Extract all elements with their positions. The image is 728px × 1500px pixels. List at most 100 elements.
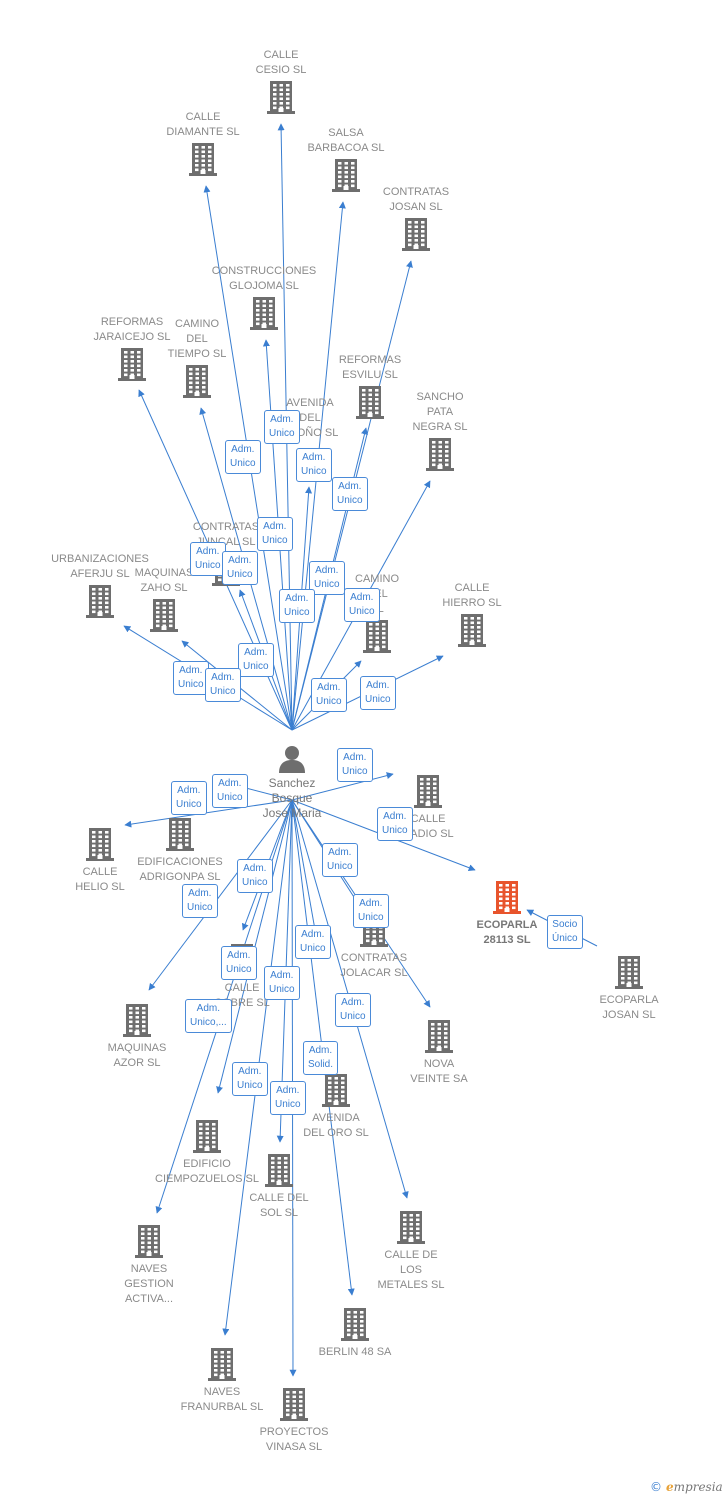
- company-label: NOVA VEINTE SA: [410, 1058, 468, 1085]
- company-node-salsa-barbacoa[interactable]: SALSA BARBACOA SL: [286, 126, 406, 192]
- company-node-maquinas-azor[interactable]: MAQUINAS AZOR SL: [77, 1001, 197, 1071]
- relation-badge-ecoparla-28113[interactable]: Adm. Unico: [377, 807, 413, 841]
- company-node-proyectos-vinasa[interactable]: PROYECTOS VINASA SL: [234, 1385, 354, 1455]
- company-node-calle-de-los-metales[interactable]: CALLE DE LOS METALES SL: [351, 1208, 471, 1293]
- company-label: CALLE COBRE SL: [214, 982, 270, 1009]
- company-node-calle-cesio[interactable]: CALLE CESIO SL: [221, 48, 341, 114]
- company-label: SALSA BARBACOA SL: [307, 127, 385, 154]
- company-node-berlin-48[interactable]: BERLIN 48 SA: [295, 1305, 415, 1360]
- relation-badge-calle-radio[interactable]: Adm. Unico: [337, 748, 373, 782]
- relation-badge-reformas-jaraicejo[interactable]: Adm. Unico: [190, 542, 226, 576]
- relation-badge-proyectos-vinasa[interactable]: Adm. Unico: [270, 1081, 306, 1115]
- relation-badge-camino-otro[interactable]: Adm. Unico: [311, 678, 347, 712]
- company-label: CALLE HIERRO SL: [442, 582, 502, 609]
- building-icon: [425, 1020, 453, 1053]
- relation-badge-socio-unico[interactable]: Socio Único: [547, 915, 583, 949]
- company-label: ECOPARLA 28113 SL: [476, 919, 538, 946]
- company-label: CALLE DE LOS METALES SL: [377, 1249, 445, 1291]
- company-node-naves-gestion[interactable]: NAVES GESTION ACTIVA...: [89, 1222, 209, 1307]
- company-node-ecoparla-josan[interactable]: ECOPARLA JOSAN SL: [569, 953, 689, 1023]
- relation-badge-calle-hierro[interactable]: Adm. Unico: [360, 676, 396, 710]
- relation-badge-berlin-48[interactable]: Adm. Solid.: [303, 1041, 339, 1075]
- relation-badge-avenida-del-otono[interactable]: Adm. Unico: [279, 589, 315, 623]
- relation-badge-edificaciones-adrigonpa[interactable]: Adm. Unico: [212, 774, 248, 808]
- company-node-reformas-esvilu[interactable]: REFORMAS ESVILU SL: [310, 353, 430, 419]
- company-node-calle-diamante[interactable]: CALLE DIAMANTE SL: [143, 110, 263, 176]
- building-icon: [118, 348, 146, 381]
- company-node-camino-del-tiempo[interactable]: CAMINO DEL TIEMPO SL: [137, 317, 257, 398]
- building-icon: [280, 1388, 308, 1421]
- relation-badge-salsa-barbacoa[interactable]: Adm. Unico: [296, 448, 332, 482]
- relation-badge-contratas-juncal[interactable]: Adm. Unico: [238, 643, 274, 677]
- company-label: SANCHO PATA NEGRA SL: [412, 391, 468, 433]
- company-node-calle-del-sol[interactable]: CALLE DEL SOL SL: [219, 1151, 339, 1221]
- company-node-ecoparla-28113[interactable]: ECOPARLA 28113 SL: [447, 878, 567, 948]
- building-icon: [414, 775, 442, 808]
- relation-badge-avenida-del-oro[interactable]: Adm. Unico: [295, 925, 331, 959]
- company-label: CAMINO DEL TIEMPO SL: [167, 318, 227, 360]
- building-icon: [332, 159, 360, 192]
- company-label: CALLE DEL SOL SL: [249, 1192, 309, 1219]
- company-node-calle-hierro[interactable]: CALLE HIERRO SL: [412, 581, 532, 647]
- building-icon: [123, 1004, 151, 1037]
- company-node-maquinas-zaho[interactable]: MAQUINAS ZAHO SL: [104, 566, 224, 632]
- company-node-contratas-josan[interactable]: CONTRATAS JOSAN SL: [356, 185, 476, 251]
- edge-maquinas_azor: [148, 799, 293, 991]
- company-node-nova-veinte[interactable]: NOVA VEINTE SA: [379, 1017, 499, 1087]
- building-icon: [356, 386, 384, 419]
- edge-calle_radio: [291, 772, 394, 801]
- company-label: CALLE CESIO SL: [255, 49, 307, 76]
- relation-badge-sancho-pata-negra[interactable]: Adm. Unico: [344, 588, 380, 622]
- building-icon: [86, 585, 114, 618]
- company-node-sancho-pata-negra[interactable]: SANCHO PATA NEGRA SL: [380, 390, 500, 471]
- relation-badge-calle-diamante[interactable]: Adm. Unico: [225, 440, 261, 474]
- relation-badge-edificio-ciempozuelos[interactable]: Adm. Unico,...: [185, 999, 232, 1033]
- company-node-edificio-ciempozuelos[interactable]: EDIFICIO CIEMPOZUELOS SL: [147, 1117, 267, 1187]
- relation-badge-contratas-jolacar[interactable]: Adm. Unico: [322, 843, 358, 877]
- relation-badge-calle-cesio[interactable]: Adm. Unico: [264, 410, 300, 444]
- building-icon: [322, 1074, 350, 1107]
- company-node-urbanizaciones-aferju[interactable]: URBANIZACIONES AFERJU SL: [40, 552, 160, 618]
- company-node-avenida-del-otono[interactable]: AVENIDA DEL OTOÑO SL: [250, 396, 370, 441]
- relation-badge-calle-del-sol[interactable]: Adm. Unico: [264, 966, 300, 1000]
- building-icon: [150, 599, 178, 632]
- company-label: MAQUINAS ZAHO SL: [134, 567, 194, 594]
- company-label: NAVES GESTION ACTIVA...: [124, 1263, 174, 1305]
- company-node-avenida-del-oro[interactable]: AVENIDA DEL ORO SL: [276, 1071, 396, 1141]
- relation-badge-calle-de-los-metales[interactable]: Adm. Unico: [335, 993, 371, 1027]
- relation-badge-urbanizaciones-aferju[interactable]: Adm. Unico: [173, 661, 209, 695]
- company-node-construcciones-glojoma[interactable]: CONSTRUCCIONES GLOJOMA SL: [204, 264, 324, 330]
- relation-badge-calle-helio[interactable]: Adm. Unico: [171, 781, 207, 815]
- relation-badge-maquinas-azor[interactable]: Adm. Unico: [182, 884, 218, 918]
- building-icon: [183, 365, 211, 398]
- relation-badge-nova-veinte[interactable]: Adm. Unico: [353, 894, 389, 928]
- company-label: EDIFICIO CIEMPOZUELOS SL: [155, 1158, 259, 1185]
- company-label: ECOPARLA JOSAN SL: [599, 994, 659, 1021]
- relation-badge-reformas-esvilu[interactable]: Adm. Unico: [309, 561, 345, 595]
- relation-badge-contratas-josan[interactable]: Adm. Unico: [332, 477, 368, 511]
- company-label: CONTRATAS JOSAN SL: [382, 186, 450, 213]
- company-label: URBANIZACIONES AFERJU SL: [51, 553, 149, 580]
- building-icon: [265, 1154, 293, 1187]
- company-label: EDIFICACIONES ADRIGONPA SL: [137, 856, 223, 883]
- relation-badge-maquinas-zaho[interactable]: Adm. Unico: [205, 668, 241, 702]
- building-icon: [341, 1308, 369, 1341]
- company-node-naves-franurbal[interactable]: NAVES FRANURBAL SL: [162, 1345, 282, 1415]
- company-label: AVENIDA DEL ORO SL: [303, 1112, 369, 1139]
- relation-badge-construcciones-glojoma[interactable]: Adm. Unico: [257, 517, 293, 551]
- company-node-calle-helio[interactable]: CALLE HELIO SL: [40, 825, 160, 895]
- person-node[interactable]: Sanchez Bosque Jose Maria: [232, 742, 352, 821]
- relation-badge-naves-franurbal[interactable]: Adm. Unico: [232, 1062, 268, 1096]
- relation-badge-calle-cobre[interactable]: Adm. Unico: [237, 859, 273, 893]
- empresia-watermark: ©empresia: [650, 1480, 723, 1494]
- relation-badge-naves-gestion[interactable]: Adm. Unico: [221, 946, 257, 980]
- company-node-reformas-jaraicejo[interactable]: REFORMAS JARAICEJO SL: [72, 315, 192, 381]
- company-label: CALLE DIAMANTE SL: [166, 111, 240, 138]
- company-node-edificaciones-adrigonpa[interactable]: EDIFICACIONES ADRIGONPA SL: [120, 815, 240, 885]
- relation-badge-camino-del-tiempo[interactable]: Adm. Unico: [222, 551, 258, 585]
- company-label: CONTRATAS JOLACAR SL: [340, 952, 408, 979]
- building-icon: [166, 818, 194, 851]
- building-icon: [363, 620, 391, 653]
- person-name: Sanchez Bosque Jose Maria: [262, 776, 322, 820]
